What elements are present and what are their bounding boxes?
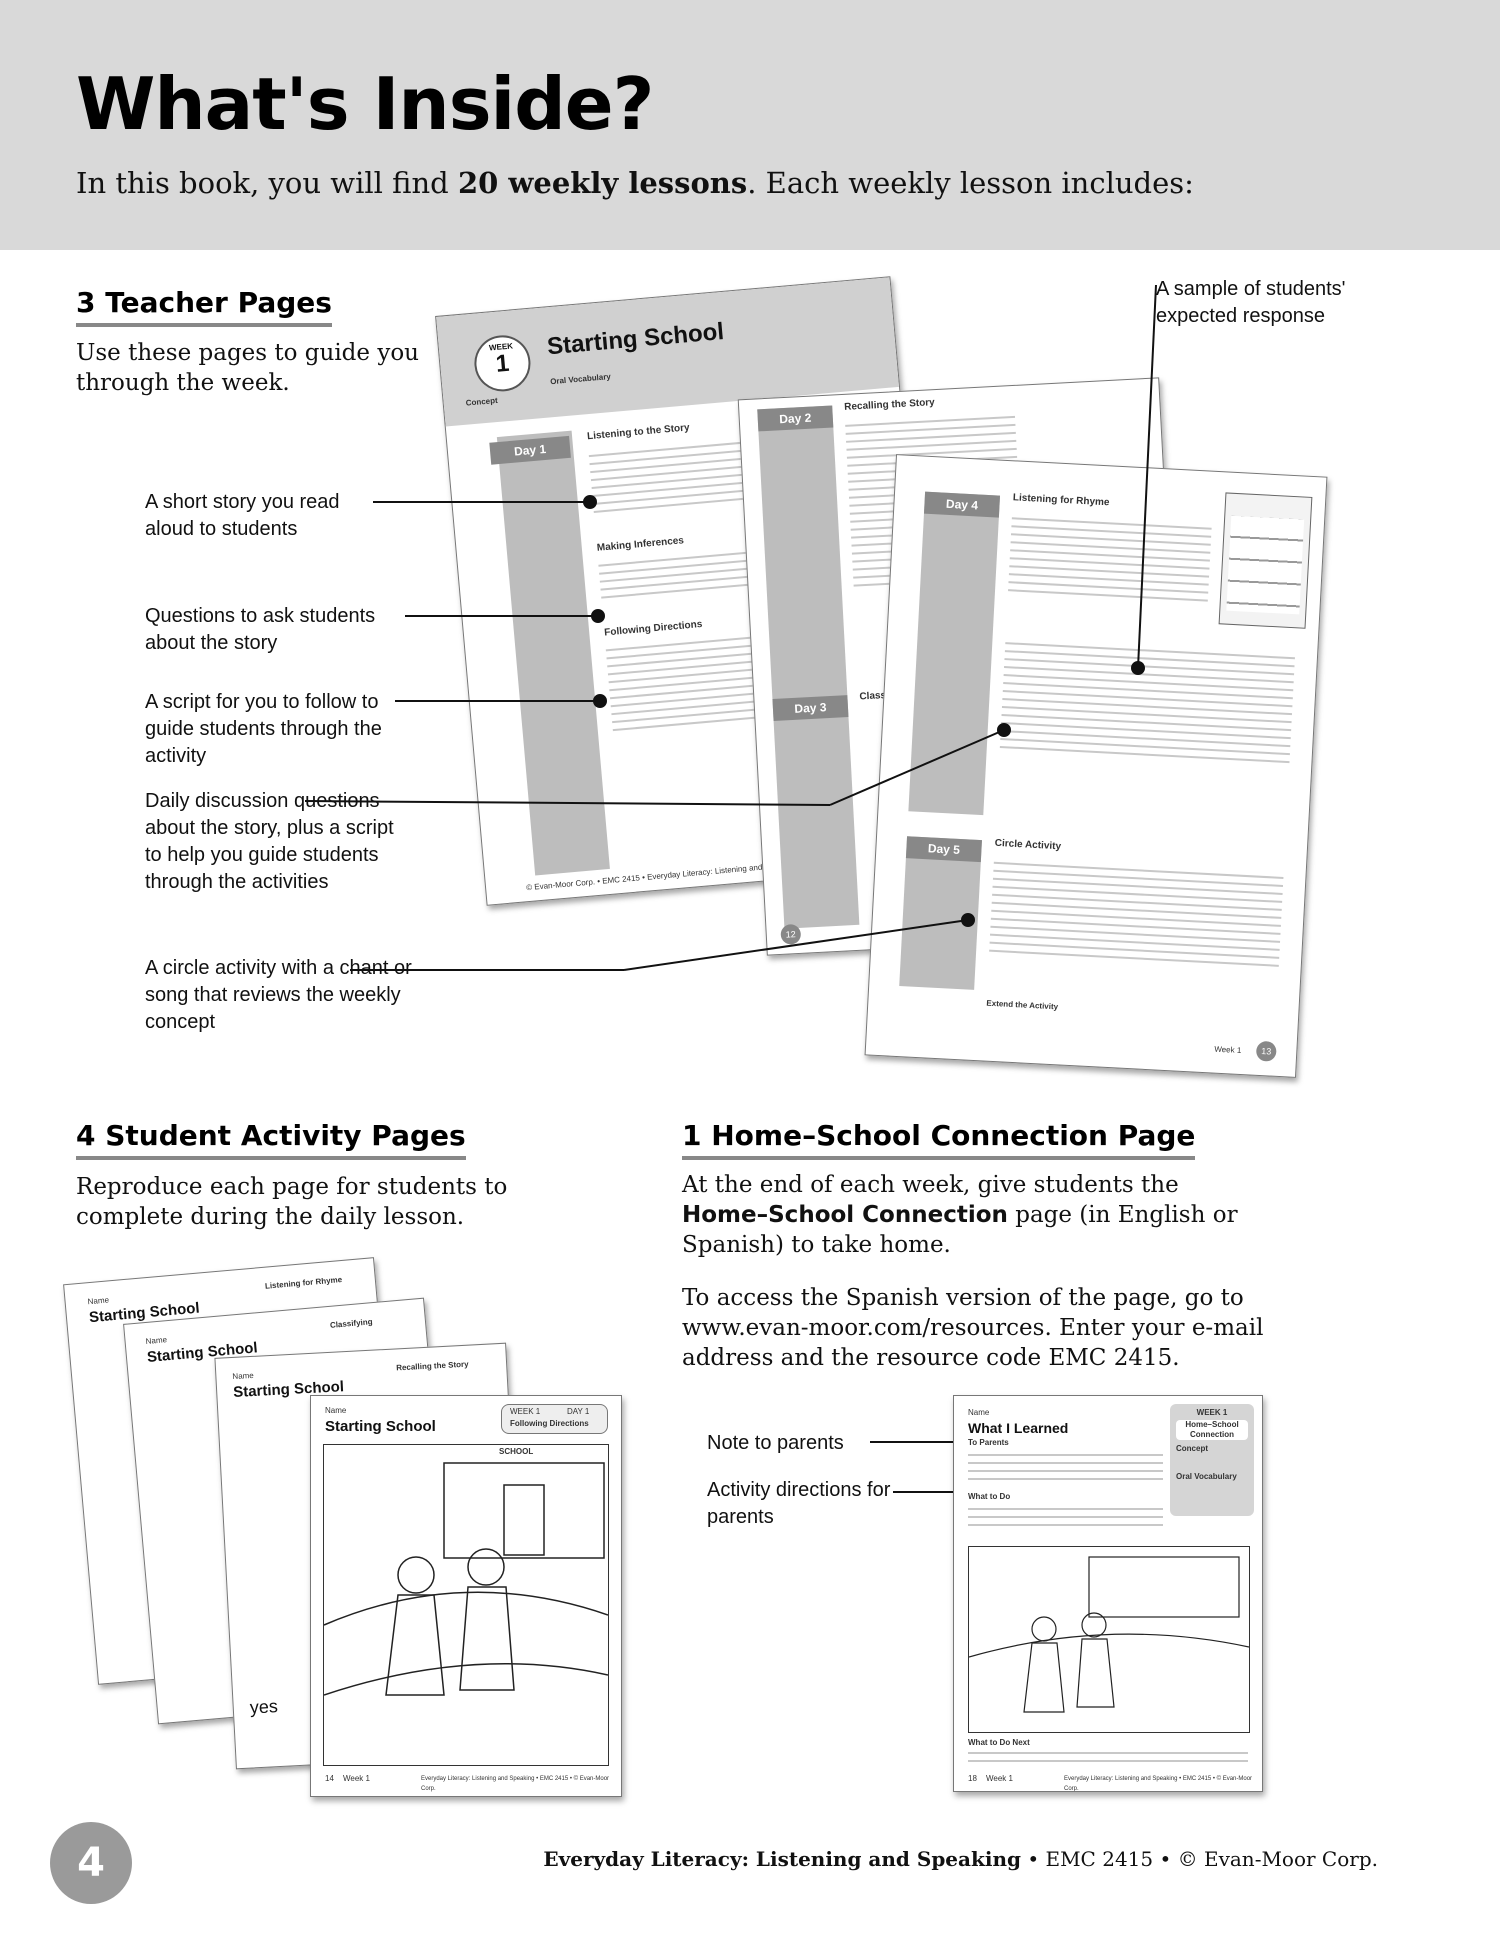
callout-daily-discussion: Daily discussion questions about the sto… bbox=[145, 790, 394, 893]
intro-post: . Each weekly lesson includes: bbox=[747, 166, 1194, 200]
week-footer: Week 1 bbox=[1214, 1044, 1242, 1055]
extend-activity: Extend the Activity bbox=[986, 998, 1059, 1012]
footer-rest: • EMC 2415 • © Evan-Moor Corp. bbox=[1020, 1847, 1378, 1871]
home-school-heading: 1 Home–School Connection Page bbox=[682, 1119, 1196, 1160]
home-scene-illustration bbox=[968, 1556, 1250, 1713]
day2-title: Recalling the Story bbox=[843, 397, 936, 413]
day-text: DAY 1 bbox=[567, 1407, 590, 1416]
week-text: WEEK 1 bbox=[510, 1407, 541, 1416]
intro-pre: In this book, you will find bbox=[76, 166, 458, 200]
day4-label: Day 4 bbox=[923, 491, 1001, 518]
day4-lines bbox=[1008, 511, 1212, 607]
callout-short-story: A short story you read aloud to students bbox=[145, 491, 340, 540]
home-footer: Everyday Literacy: Listening and Speakin… bbox=[1064, 1776, 1253, 1792]
page-num: 18 bbox=[968, 1774, 977, 1783]
student-page-day1-thumbnail: Name Starting School WEEK 1 DAY 1 Follow… bbox=[310, 1395, 622, 1797]
callout-questions: Questions to ask students about the stor… bbox=[145, 605, 376, 654]
badge-week: WEEK 1 bbox=[1196, 1408, 1228, 1417]
day5-title: Circle Activity bbox=[994, 837, 1062, 853]
day4-title: Listening for Rhyme bbox=[1012, 492, 1110, 509]
home-school-page-thumbnail: Name What I Learned WEEK 1 Home–School C… bbox=[953, 1395, 1263, 1792]
page-number-circle: 12 bbox=[780, 923, 802, 945]
rhyme-worksheet-mini bbox=[1218, 492, 1313, 629]
callout-circle-activity: A circle activity with a chant or song t… bbox=[145, 957, 412, 1033]
callout-sample-response: A sample of students' expected response bbox=[1156, 278, 1346, 327]
coloring-picture: SCHOOL bbox=[323, 1444, 609, 1766]
day4-badge: Listening for Rhyme bbox=[264, 1275, 343, 1291]
name-label: Name bbox=[968, 1408, 990, 1417]
day5-label: Day 5 bbox=[905, 836, 982, 863]
name-label: Name bbox=[145, 1335, 168, 1347]
day2-badge: Recalling the Story bbox=[395, 1359, 469, 1373]
callout-script: A script for you to follow to guide stud… bbox=[145, 691, 382, 767]
page-num: 14 bbox=[325, 1774, 334, 1783]
intro-bold: 20 weekly lessons bbox=[457, 166, 748, 200]
day1-title: Listening to the Story bbox=[586, 422, 691, 443]
week-footer: Week 1 bbox=[343, 1774, 370, 1783]
home-text-bold: Home–School Connection bbox=[682, 1202, 1008, 1228]
week-footer: Week 1 bbox=[986, 1774, 1013, 1783]
home-school-text: At the end of each week, give students t… bbox=[682, 1170, 1272, 1260]
teacher-pages-heading: 3 Teacher Pages bbox=[76, 286, 332, 327]
student-footer: Everyday Literacy: Listening and Speakin… bbox=[421, 1776, 610, 1792]
day2-label: Day 2 bbox=[757, 405, 834, 432]
activity-badge: WEEK 1 DAY 1 Following Directions bbox=[501, 1404, 608, 1434]
page-number-circle: 13 bbox=[1255, 1040, 1277, 1062]
student-title: Starting School bbox=[325, 1418, 436, 1435]
day5-lines bbox=[989, 856, 1284, 973]
home-text-pre: At the end of each week, give students t… bbox=[682, 1172, 1179, 1198]
spanish-access-text: To access the Spanish version of the pag… bbox=[682, 1285, 1264, 1371]
skills-column bbox=[757, 405, 860, 929]
callout-note-to-parents: Note to parents bbox=[707, 1432, 844, 1454]
yes-option: yes bbox=[249, 1696, 279, 1718]
student-pages-text: Reproduce each page for students to comp… bbox=[76, 1174, 508, 1230]
callout-activity-directions: Activity directions for parents bbox=[707, 1479, 891, 1528]
teacher-pages-text: Use these pages to guide you through the… bbox=[76, 340, 419, 396]
header-band bbox=[0, 0, 1500, 250]
intro-text: In this book, you will find 20 weekly le… bbox=[76, 166, 1194, 200]
home-thumb-title: What I Learned bbox=[968, 1420, 1069, 1436]
skills-column-day4 bbox=[908, 491, 1001, 816]
home-picture bbox=[968, 1546, 1250, 1733]
home-badge: WEEK 1 Home–School Connection Concept Or… bbox=[1170, 1404, 1254, 1516]
making-inferences: Making Inferences bbox=[596, 535, 685, 554]
day3-badge: Classifying bbox=[329, 1317, 373, 1330]
name-label: Name bbox=[325, 1406, 347, 1415]
student-pages-heading: 4 Student Activity Pages bbox=[76, 1119, 466, 1160]
badge-title: Home–School Connection bbox=[1176, 1420, 1248, 1440]
badge-concept: Concept bbox=[1176, 1444, 1208, 1453]
footer-book-title: Everyday Literacy: Listening and Speakin… bbox=[543, 1847, 1021, 1871]
to-parents-lines bbox=[968, 1448, 1163, 1486]
name-label: Name bbox=[87, 1295, 110, 1307]
what-next-lines bbox=[968, 1746, 1248, 1768]
day3-label: Day 3 bbox=[772, 695, 849, 721]
school-sign: SCHOOL bbox=[499, 1447, 534, 1456]
school-scene-illustration bbox=[323, 1462, 609, 1696]
activity-text: Following Directions bbox=[510, 1419, 589, 1428]
to-parents: To Parents bbox=[968, 1438, 1009, 1447]
page-title: What's Inside? bbox=[76, 62, 654, 146]
what-to-do-next: What to Do Next bbox=[968, 1738, 1030, 1747]
week-number: 1 bbox=[494, 349, 511, 378]
what-to-do: What to Do bbox=[968, 1492, 1011, 1501]
badge-vocab: Oral Vocabulary bbox=[1176, 1472, 1237, 1481]
teacher-page-day4-5-thumbnail: Day 4 Listening for Rhyme Day 5 Circle A… bbox=[864, 454, 1328, 1078]
day4-lines-b bbox=[999, 636, 1295, 769]
what-to-do-lines bbox=[968, 1502, 1163, 1532]
page-number: 4 bbox=[50, 1822, 132, 1904]
page-footer: Everyday Literacy: Listening and Speakin… bbox=[543, 1847, 1378, 1871]
name-label: Name bbox=[232, 1370, 254, 1382]
home-text-post: page (in English or Spanish) to take hom… bbox=[682, 1202, 1238, 1258]
